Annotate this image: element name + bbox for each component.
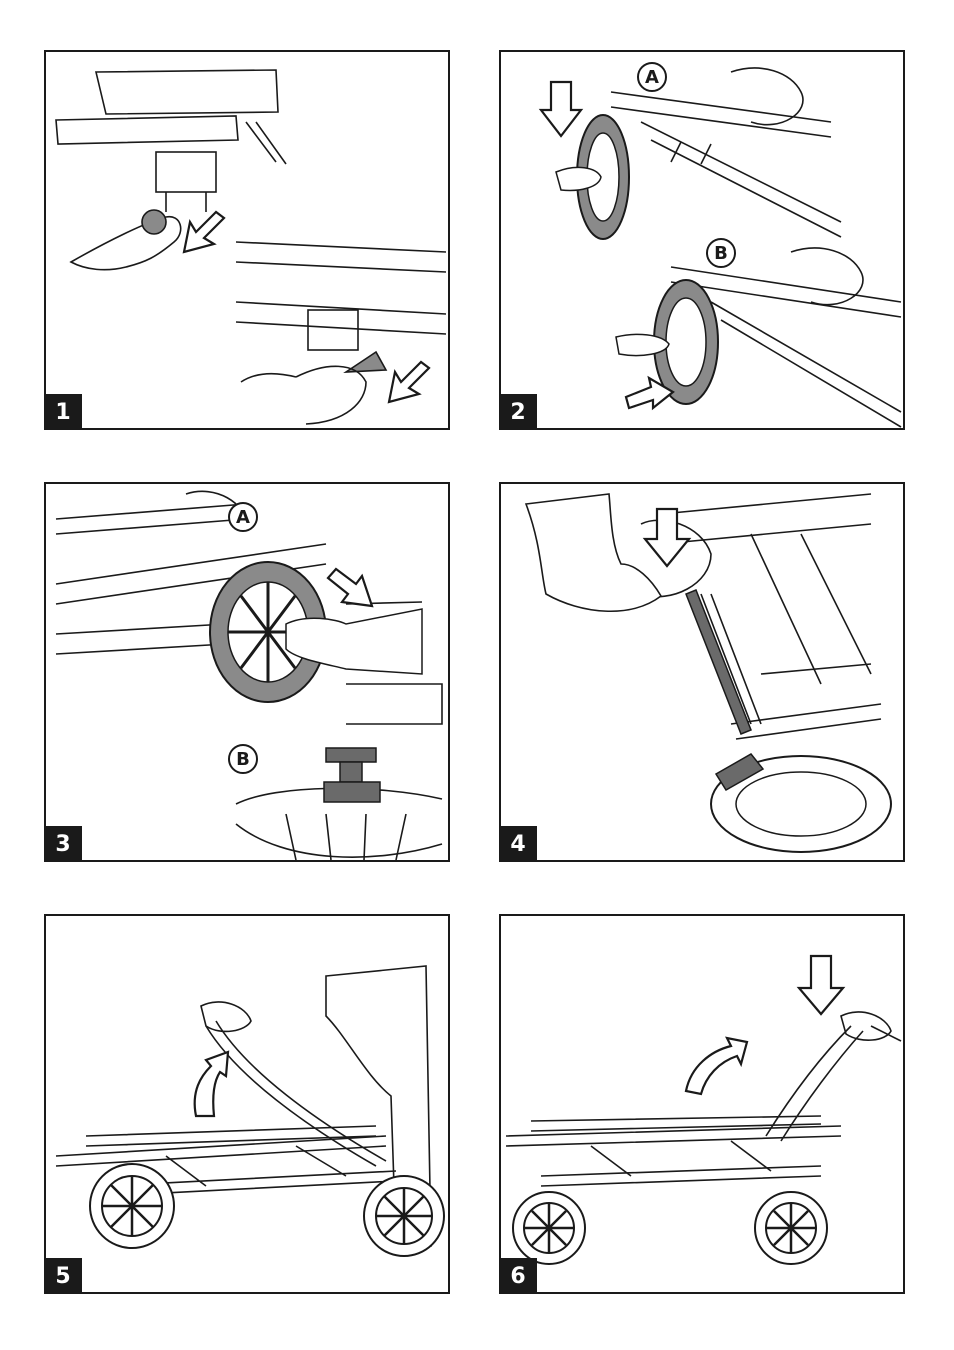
step-4-illustration <box>501 484 903 860</box>
callout-b: B <box>706 238 736 268</box>
step-6-illustration <box>501 916 903 1292</box>
arrow-icon <box>645 509 689 566</box>
callout-a: A <box>637 62 667 92</box>
step-1-illustration <box>46 52 448 428</box>
step-3-panel: A B 3 <box>44 482 450 862</box>
step-2-illustration <box>501 52 903 428</box>
arrow-icon <box>195 1052 228 1116</box>
step-1-panel: 1 <box>44 50 450 430</box>
step-5-illustration <box>46 916 448 1292</box>
step-2-panel: A B 2 <box>499 50 905 430</box>
callout-b: B <box>228 744 258 774</box>
step-3-illustration <box>46 484 448 860</box>
step-4-panel: 4 <box>499 482 905 862</box>
arrow-icon <box>184 212 429 402</box>
arrow-icon <box>686 956 843 1094</box>
step-number: 1 <box>44 394 82 430</box>
step-6-panel: 6 <box>499 914 905 1294</box>
step-number: 6 <box>499 1258 537 1294</box>
step-number: 5 <box>44 1258 82 1294</box>
hand-icon <box>526 494 661 611</box>
step-number: 4 <box>499 826 537 862</box>
callout-a: A <box>228 502 258 532</box>
step-number: 2 <box>499 394 537 430</box>
step-number: 3 <box>44 826 82 862</box>
step-5-panel: 5 <box>44 914 450 1294</box>
arrow-icon <box>328 569 372 606</box>
